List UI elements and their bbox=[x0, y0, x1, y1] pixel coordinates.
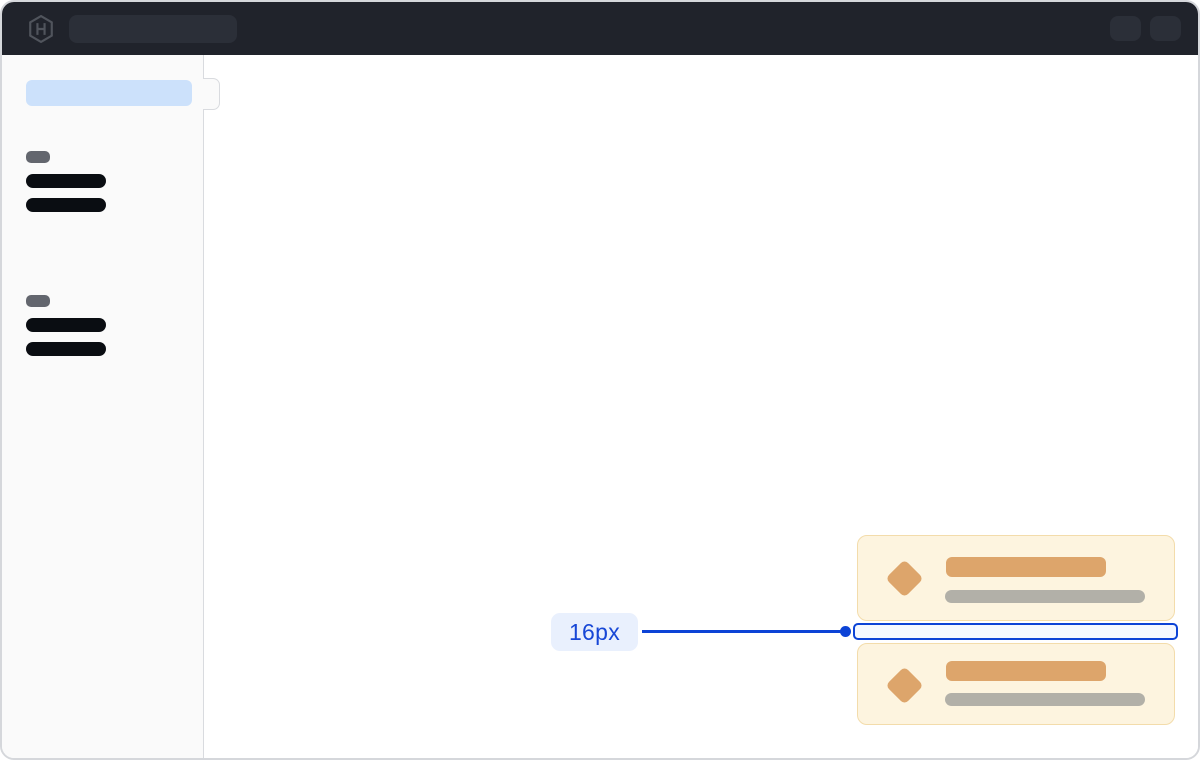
card-subtitle-skeleton bbox=[945, 693, 1145, 706]
card-title-skeleton bbox=[946, 557, 1106, 577]
spacing-gap-highlight bbox=[853, 623, 1178, 640]
diamond-icon bbox=[885, 666, 924, 705]
sidebar-active-item-skeleton[interactable] bbox=[26, 80, 192, 106]
sidebar-nav-item-skeleton[interactable] bbox=[26, 198, 106, 212]
measure-dot bbox=[840, 626, 851, 637]
measure-line bbox=[642, 630, 846, 633]
header-action-skeleton-2[interactable] bbox=[1150, 16, 1181, 41]
hashicorp-logo-icon[interactable] bbox=[28, 14, 54, 43]
sidebar bbox=[2, 55, 204, 758]
diamond-icon bbox=[885, 559, 924, 598]
sidebar-section-label-skeleton bbox=[26, 295, 50, 307]
card-subtitle-skeleton bbox=[945, 590, 1145, 603]
sidebar-nav-item-skeleton[interactable] bbox=[26, 342, 106, 356]
content-card bbox=[857, 535, 1175, 621]
spacing-value-label: 16px bbox=[551, 613, 638, 651]
header-action-skeleton-1[interactable] bbox=[1110, 16, 1141, 41]
sidebar-section-label-skeleton bbox=[26, 151, 50, 163]
content-card bbox=[857, 643, 1175, 725]
sidebar-nav-item-skeleton[interactable] bbox=[26, 174, 106, 188]
sidebar-collapse-toggle[interactable] bbox=[203, 78, 220, 110]
main-content-area bbox=[205, 55, 1198, 758]
card-title-skeleton bbox=[946, 661, 1106, 681]
top-nav-bar bbox=[2, 2, 1198, 55]
sidebar-nav-item-skeleton[interactable] bbox=[26, 318, 106, 332]
search-input-skeleton[interactable] bbox=[69, 14, 237, 43]
